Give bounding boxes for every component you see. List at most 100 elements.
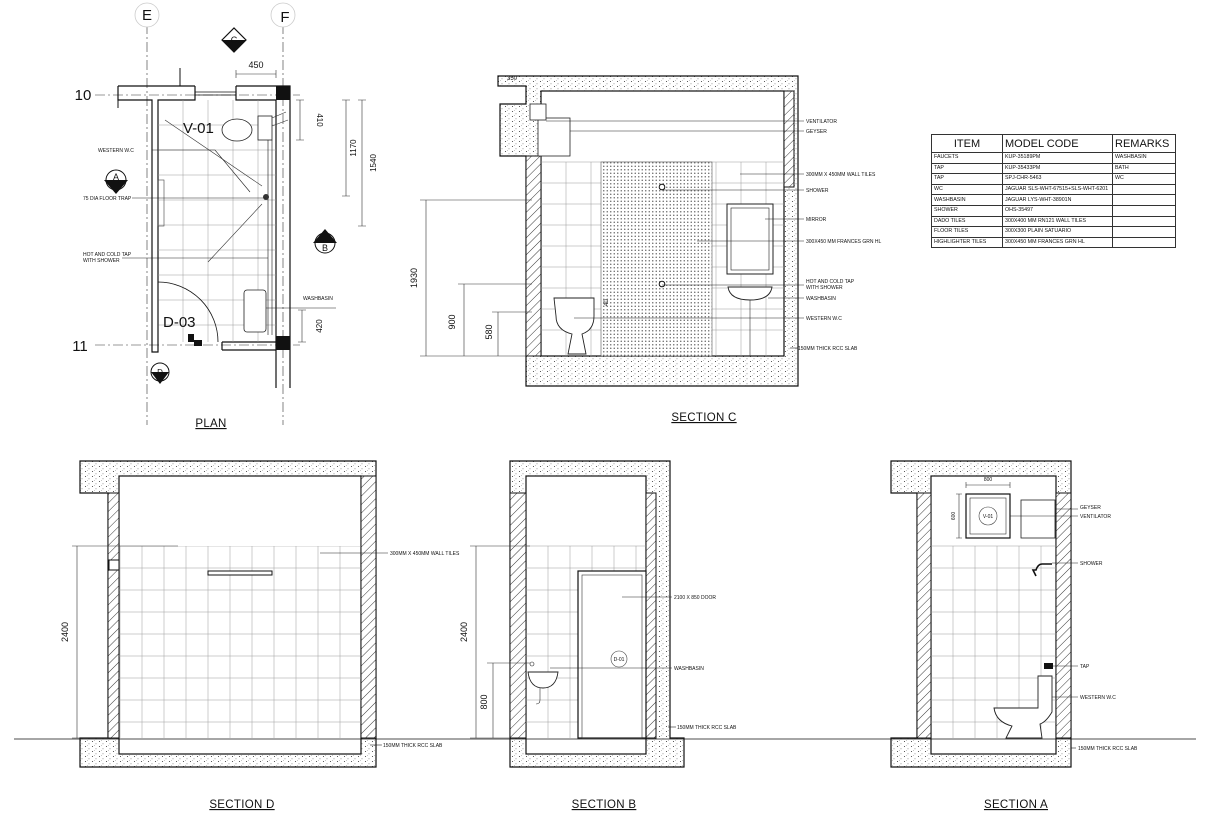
svg-text:150MM THICK RCC SLAB: 150MM THICK RCC SLAB bbox=[1078, 746, 1138, 752]
schedule-header-model: MODEL CODE bbox=[1002, 134, 1113, 153]
section-marker-b: B bbox=[313, 229, 337, 254]
section-a-title: SECTION A bbox=[984, 799, 1048, 811]
door-swing bbox=[157, 281, 219, 343]
svg-text:2400: 2400 bbox=[60, 622, 70, 642]
tap-icon bbox=[658, 280, 666, 288]
section-a-shower-icon bbox=[1031, 563, 1052, 577]
svg-text:SHOWER: SHOWER bbox=[806, 188, 829, 194]
svg-text:WESTERN W.C: WESTERN W.C bbox=[1080, 695, 1116, 701]
section-marker-c: C bbox=[221, 27, 247, 53]
section-a-tap-icon bbox=[1044, 663, 1053, 669]
section-d-wall-tiles bbox=[119, 546, 361, 738]
section-d: 2400 300MM X 450MM WALL TILES 150MM THIC… bbox=[60, 460, 460, 811]
svg-text:D: D bbox=[157, 368, 163, 377]
label-western-wc: WESTERN W.C bbox=[98, 148, 134, 154]
svg-text:V-01: V-01 bbox=[983, 514, 994, 520]
section-b: D-01 2400 800 2100 X 850 DOOR WASHBASIN … bbox=[459, 460, 737, 811]
section-a-geyser bbox=[1020, 499, 1056, 539]
svg-text:HOT AND COLD TAP: HOT AND COLD TAP bbox=[806, 279, 855, 285]
section-b-title: SECTION B bbox=[572, 799, 637, 811]
svg-text:40: 40 bbox=[604, 299, 610, 306]
svg-text:SHOWER: SHOWER bbox=[1080, 561, 1103, 567]
section-c: 40 1930 900 580 350 VENTILATOR GEYSER 30… bbox=[409, 75, 882, 424]
svg-text:150MM THICK RCC SLAB: 150MM THICK RCC SLAB bbox=[677, 725, 737, 731]
svg-text:2400: 2400 bbox=[459, 622, 469, 642]
section-b-washbasin bbox=[527, 671, 559, 689]
svg-text:VENTILATOR: VENTILATOR bbox=[806, 119, 837, 125]
svg-text:1930: 1930 bbox=[409, 268, 419, 288]
ventilator-box bbox=[529, 103, 547, 121]
svg-text:TAP: TAP bbox=[1080, 664, 1090, 670]
svg-text:A: A bbox=[113, 172, 119, 182]
geyser-box bbox=[537, 117, 571, 157]
svg-text:1540: 1540 bbox=[369, 154, 378, 172]
tag-d01: D-01 bbox=[614, 657, 625, 663]
svg-text:WITH SHOWER: WITH SHOWER bbox=[806, 285, 843, 291]
section-c-title: SECTION C bbox=[671, 412, 736, 424]
svg-text:300X450 MM FRANCES GRN HL: 300X450 MM FRANCES GRN HL bbox=[806, 239, 882, 245]
plan-walls bbox=[117, 68, 291, 388]
svg-text:WESTERN W.C: WESTERN W.C bbox=[806, 316, 842, 322]
svg-text:C: C bbox=[231, 35, 238, 45]
svg-text:900: 900 bbox=[447, 314, 457, 329]
label-tap-shower-2: WITH SHOWER bbox=[83, 258, 120, 264]
label-washbasin: WASHBASIN bbox=[303, 296, 333, 302]
schedule-header-row: ITEM MODEL CODE REMARKS bbox=[931, 134, 1176, 153]
svg-text:580: 580 bbox=[484, 324, 494, 339]
plan-floor-tiles bbox=[158, 100, 276, 342]
plan-dimensions: 450 410 1170 1540 420 bbox=[235, 60, 378, 343]
section-d-title: SECTION D bbox=[209, 799, 274, 811]
svg-text:800: 800 bbox=[479, 694, 489, 709]
svg-text:410: 410 bbox=[315, 113, 324, 127]
svg-text:420: 420 bbox=[315, 319, 324, 333]
section-a: V-01 800 600 GEYSER VENTILATOR SHOWER TA… bbox=[890, 460, 1138, 811]
door-2100x850 bbox=[577, 570, 647, 739]
tag-v01: V-01 bbox=[183, 120, 214, 137]
plan-title: PLAN bbox=[195, 418, 226, 430]
shower-icon bbox=[658, 183, 666, 191]
svg-text:GEYSER: GEYSER bbox=[806, 129, 827, 135]
svg-text:B: B bbox=[322, 243, 328, 253]
grid-label-11: 11 bbox=[72, 338, 88, 355]
schedule-header-item: ITEM bbox=[931, 134, 1003, 153]
svg-text:VENTILATOR: VENTILATOR bbox=[1080, 514, 1111, 520]
section-a-wc bbox=[993, 675, 1053, 739]
grid-label-10: 10 bbox=[75, 87, 92, 104]
svg-text:1170: 1170 bbox=[349, 139, 358, 157]
svg-text:150MM THICK RCC SLAB: 150MM THICK RCC SLAB bbox=[383, 743, 443, 749]
svg-text:600: 600 bbox=[951, 512, 957, 521]
svg-text:300MM X 450MM WALL TILES: 300MM X 450MM WALL TILES bbox=[806, 172, 876, 178]
tag-d03: D-03 bbox=[163, 314, 196, 331]
svg-text:300MM X 450MM WALL TILES: 300MM X 450MM WALL TILES bbox=[390, 551, 460, 557]
svg-text:350: 350 bbox=[507, 76, 518, 82]
section-marker-a: A bbox=[104, 169, 128, 194]
svg-text:GEYSER: GEYSER bbox=[1080, 505, 1101, 511]
grid-label-e: E bbox=[142, 7, 152, 24]
plan-view: E F 10 11 bbox=[72, 2, 378, 430]
svg-text:150MM THICK RCC SLAB: 150MM THICK RCC SLAB bbox=[798, 346, 858, 352]
svg-text:800: 800 bbox=[984, 477, 993, 483]
svg-text:2100 X 850 DOOR: 2100 X 850 DOOR bbox=[674, 595, 716, 601]
section-d-ventilator bbox=[207, 570, 273, 576]
section-marker-d: D bbox=[150, 362, 170, 384]
svg-text:MIRROR: MIRROR bbox=[806, 217, 827, 223]
highlighter-tiles bbox=[600, 161, 713, 357]
section-c-wc bbox=[553, 297, 595, 355]
label-tap-shower-1: HOT AND COLD TAP bbox=[83, 252, 132, 258]
plan-washbasin-icon bbox=[243, 289, 267, 333]
mirror bbox=[726, 203, 774, 275]
schedule-header-remarks: REMARKS bbox=[1112, 134, 1176, 153]
svg-text:WASHBASIN: WASHBASIN bbox=[806, 296, 836, 302]
plan-wc bbox=[221, 111, 289, 142]
